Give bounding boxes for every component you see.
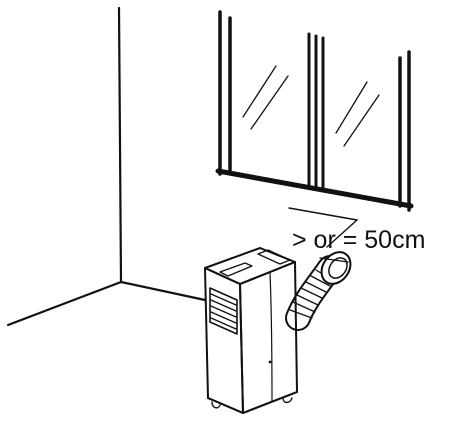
distance-label: > or = 50cm	[292, 226, 426, 254]
room-corner	[6, 6, 207, 327]
exhaust-hose	[285, 251, 352, 331]
air-conditioner-unit	[204, 247, 298, 414]
distance-marker	[288, 207, 358, 248]
window	[215, 10, 414, 212]
